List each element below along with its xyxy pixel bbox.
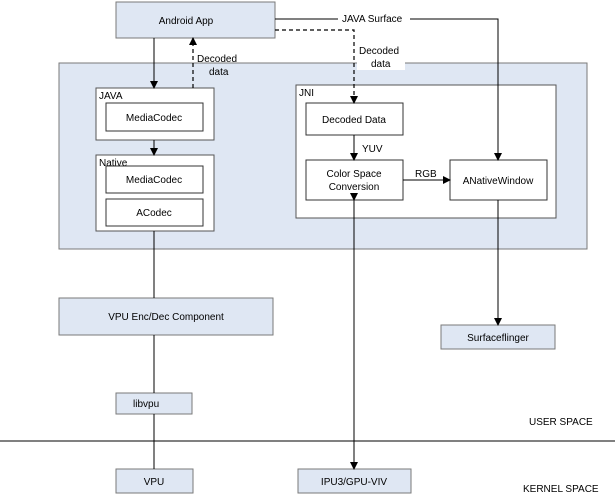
jni-group-label: JNI: [299, 88, 314, 99]
java-mediacodec-box: [105, 102, 204, 132]
rgb-label: RGB: [415, 169, 437, 180]
vpu-component-box: [58, 297, 274, 336]
native-group-label: Native: [99, 158, 128, 169]
yuv-label: YUV: [362, 144, 383, 155]
java-mediacodec-label: MediaCodec: [126, 113, 182, 124]
ipu-label: IPU3/GPU-VIV: [321, 477, 387, 488]
surfaceflinger-label: Surfaceflinger: [467, 333, 529, 344]
vpu-label: VPU: [144, 477, 165, 488]
kernel-space-label: KERNEL SPACE: [523, 484, 599, 495]
surfaceflinger-box: [440, 324, 556, 350]
native-mediacodec-label: MediaCodec: [126, 175, 182, 186]
acodec-label: ACodec: [136, 208, 172, 219]
vpu-box: [115, 468, 194, 494]
java-surface-label-bg: [338, 12, 410, 25]
decoded-label-2b: data: [371, 59, 391, 70]
anative-window-label: ANativeWindow: [463, 176, 534, 187]
java-group-label: JAVA: [99, 91, 123, 102]
java-surface-label: JAVA Surface: [342, 14, 403, 25]
decoded-label-2-bg: [357, 42, 405, 70]
user-space-label: USER SPACE: [529, 417, 593, 428]
color-space-box: [305, 159, 404, 201]
ipu-box: [297, 468, 412, 494]
vpu-component-label: VPU Enc/Dec Component: [108, 312, 224, 323]
color-space-label-2: Conversion: [329, 182, 380, 193]
decoded-label-1a: Decoded: [197, 54, 237, 65]
decoded-label-1b: data: [209, 67, 229, 78]
decoded-label-2a: Decoded: [359, 46, 399, 57]
edge-app-to-decoded-data: [275, 29, 358, 104]
libvpu-label: libvpu: [133, 399, 159, 410]
anative-window-box: [449, 159, 548, 201]
android-app-label: Android App: [159, 16, 214, 27]
native-mediacodec-box: [105, 165, 204, 194]
color-space-label-1: Color Space: [326, 169, 381, 180]
decoded-data-label: Decoded Data: [322, 115, 386, 126]
acodec-box: [105, 198, 204, 227]
